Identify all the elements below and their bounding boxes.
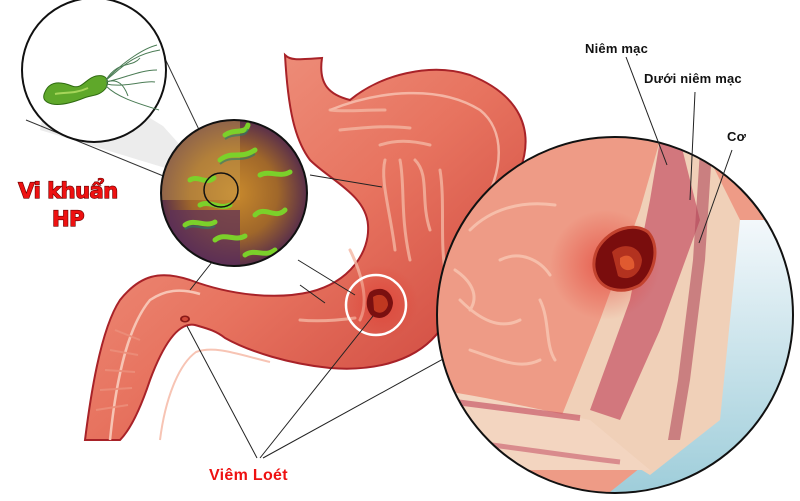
- ulcer-label: Viêm Loét: [209, 467, 288, 484]
- bacteria-colony-closeup: [160, 119, 308, 267]
- hp-bacteria-label: Vi khuẩn HP: [8, 177, 128, 233]
- submucosa-label: Dưới niêm mạc: [644, 71, 742, 86]
- mucosa-label: Niêm mạc: [585, 41, 649, 56]
- stomach: [83, 52, 527, 441]
- ulcer-cross-section: [436, 136, 794, 494]
- hp-label-line2: HP: [51, 206, 85, 231]
- muscle-label: Cơ: [727, 129, 747, 144]
- stomach-ulcer: [342, 265, 418, 341]
- hp-label-line1: Vi khuẩn: [18, 178, 119, 203]
- bacterium-closeup: [21, 0, 167, 143]
